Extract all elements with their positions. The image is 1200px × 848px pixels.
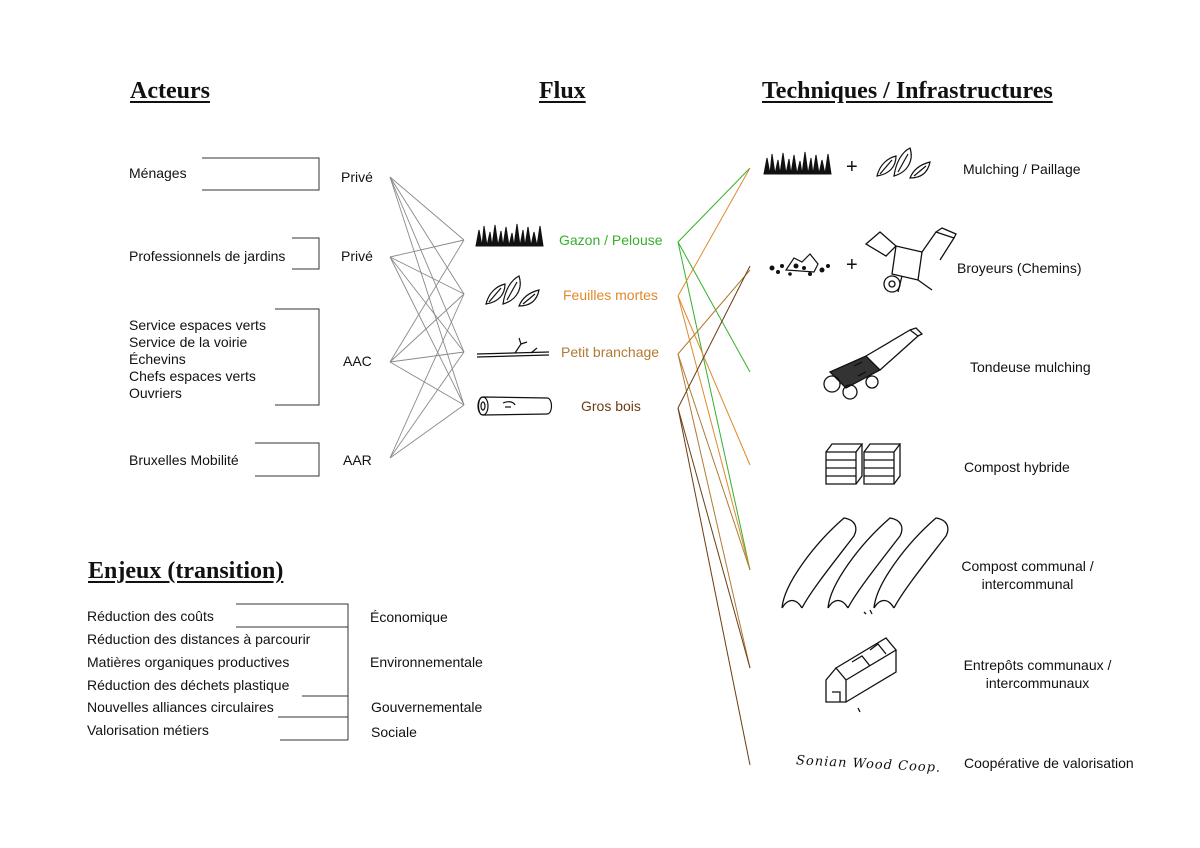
link-prive2-bois xyxy=(389,256,465,406)
acteur-service-4: Chefs espaces verts xyxy=(129,368,256,384)
tech-compost-communal-line2: intercommunal xyxy=(981,576,1074,592)
plus-sign: + xyxy=(846,254,858,276)
type-aac: AAC xyxy=(343,353,372,369)
grass-icon xyxy=(475,223,544,247)
acteur-pro-jardins: Professionnels de jardins xyxy=(129,248,286,264)
compost-windrows-icon xyxy=(781,517,949,615)
tech-tondeuse: Tondeuse mulching xyxy=(970,359,1091,375)
header-enjeux: Enjeux (transition) xyxy=(88,558,284,584)
link-aac-branchage xyxy=(389,351,465,363)
link-branchage-broyeurs xyxy=(677,269,751,355)
link-aar-bois xyxy=(389,404,465,459)
link-bois-cooperative xyxy=(677,407,751,766)
header-techniques: Techniques / Infrastructures xyxy=(762,78,1053,104)
link-prive1-branchage xyxy=(389,176,465,353)
flux-gazon: Gazon / Pelouse xyxy=(559,232,663,248)
link-gazon-tondeuse xyxy=(677,241,751,373)
bracket-bxl xyxy=(255,442,320,477)
type-aar: AAR xyxy=(343,452,372,468)
wood-chips-icon xyxy=(769,253,830,276)
leaves-icon xyxy=(876,147,931,179)
tech-entrepots: Entrepôts communaux / intercommunaux xyxy=(950,656,1125,692)
link-aar-branchage xyxy=(389,351,465,459)
tech-entrepots-line2: intercommunaux xyxy=(985,675,1090,691)
enjeu-item-2: Réduction des distances à parcourir xyxy=(87,631,311,647)
link-feuilles-compost-communal xyxy=(677,295,751,571)
link-bois-entrepots xyxy=(677,407,751,669)
tech-compost-communal-line1: Compost communal / xyxy=(961,558,1094,574)
header-flux: Flux xyxy=(539,78,586,104)
acteur-menages: Ménages xyxy=(129,165,187,181)
plus-sign: + xyxy=(846,156,858,178)
acteur-service-3: Échevins xyxy=(129,351,186,367)
tech-compost-communal: Compost communal / intercommunal xyxy=(940,557,1115,593)
leaves-icon xyxy=(485,275,540,307)
link-gazon-compost-communal xyxy=(677,241,751,571)
flux-feuilles: Feuilles mortes xyxy=(563,287,658,303)
link-feuilles-mulching xyxy=(677,167,751,297)
tech-mulching: Mulching / Paillage xyxy=(963,161,1081,177)
link-prive2-feuilles xyxy=(389,256,465,295)
enjeu-item-1: Réduction des coûts xyxy=(87,608,214,624)
tech-compost-hybride: Compost hybride xyxy=(964,459,1070,475)
bracket-gouvernementale xyxy=(278,695,349,718)
tech-entrepots-line1: Entrepôts communaux / xyxy=(963,657,1112,673)
wood-chipper-icon xyxy=(864,227,957,293)
link-aac-feuilles xyxy=(389,293,465,363)
link-aac-gazon xyxy=(389,239,465,363)
bracket-menages xyxy=(202,157,320,191)
enjeu-item-5: Nouvelles alliances circulaires xyxy=(87,699,274,715)
link-prive1-gazon xyxy=(389,176,465,241)
log-icon xyxy=(477,396,553,416)
lawn-mower-icon xyxy=(823,327,924,400)
grass-icon xyxy=(763,151,832,175)
tech-cooperative: Coopérative de valorisation xyxy=(964,755,1134,771)
flux-branchage: Petit branchage xyxy=(561,344,660,360)
acteur-service-2: Service de la voirie xyxy=(129,334,248,350)
enjeu-cat-gouvernementale: Gouvernementale xyxy=(371,699,483,715)
link-feuilles-compost-hybride xyxy=(677,295,751,466)
link-branchage-compost-communal xyxy=(677,353,751,571)
enjeu-cat-sociale: Sociale xyxy=(371,724,417,740)
warehouse-icon xyxy=(825,637,897,713)
link-aar-feuilles xyxy=(389,293,465,459)
link-prive1-bois xyxy=(389,176,465,406)
compost-bins-icon xyxy=(825,443,902,485)
enjeu-cat-economique: Économique xyxy=(370,609,448,625)
link-aac-bois xyxy=(389,361,465,406)
enjeu-item-3: Matières organiques productives xyxy=(87,654,290,670)
branch-icon xyxy=(476,337,550,358)
flux-bois: Gros bois xyxy=(581,398,641,414)
header-acteurs: Acteurs xyxy=(130,78,210,104)
enjeu-item-4: Réduction des déchets plastique xyxy=(87,677,290,693)
type-prive-1: Privé xyxy=(341,169,373,185)
enjeu-cat-environnementale: Environnementale xyxy=(370,654,483,670)
type-prive-2: Privé xyxy=(341,248,373,264)
link-prive2-branchage xyxy=(389,256,465,353)
tech-broyeurs: Broyeurs (Chemins) xyxy=(957,260,1082,276)
enjeu-item-6: Valorisation métiers xyxy=(87,722,209,738)
acteur-service-1: Service espaces verts xyxy=(129,317,266,333)
bracket-economique xyxy=(236,603,349,628)
link-gazon-mulching xyxy=(677,167,751,243)
link-prive2-gazon xyxy=(389,239,465,258)
acteur-bxl-mobilite: Bruxelles Mobilité xyxy=(129,452,239,468)
acteur-service-5: Ouvriers xyxy=(129,385,182,401)
bracket-service xyxy=(275,308,320,406)
bracket-pro xyxy=(292,237,320,270)
link-prive1-feuilles xyxy=(389,176,465,295)
link-branchage-entrepots xyxy=(677,353,751,669)
link-bois-broyeurs xyxy=(677,265,751,409)
